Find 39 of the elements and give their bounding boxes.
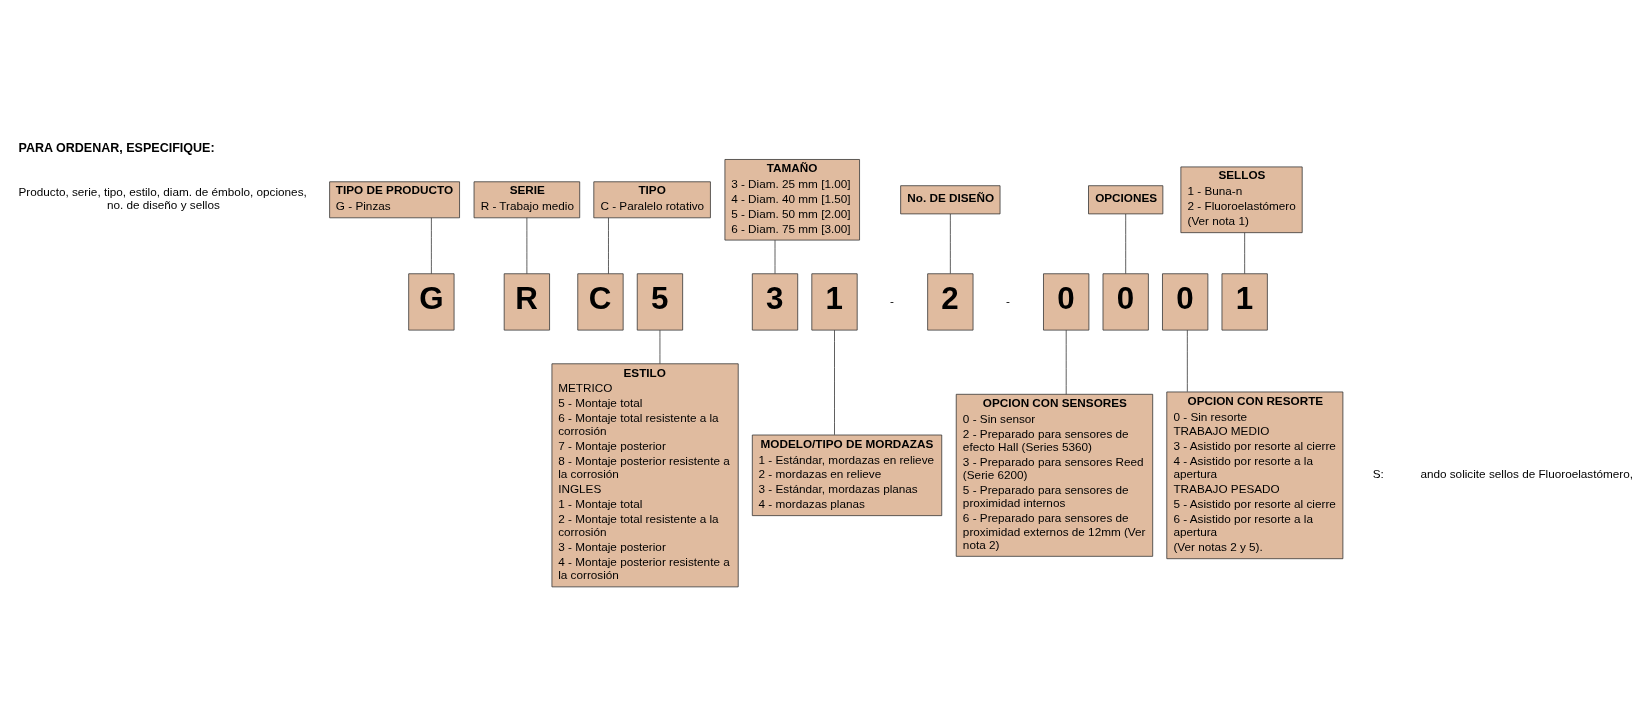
- node-box: 0: [1043, 273, 1090, 331]
- connector: [1186, 329, 1188, 393]
- node-box: SELLOS 1 - Buna-n 2 - Fluoroelastómero (Ver nota 1): [1180, 166, 1303, 234]
- node-box: ESTILO METRICO 5 - Montaje total 6 - Montaje total resistente a la corrosión 7 - Montaje posterior 8 - Montaje posterior resistente a la corrosión INGLES 1 - Montaje total 2 - Montaje total resistente a la corrosión 3 - Montaje posterior 4 - Montaje posterior resistente a la corrosión: [551, 363, 739, 588]
- node-box: MODELO/TIPO DE MORDAZAS 1 - Estándar, mordazas en relieve 2 - mordazas en relieve 3 - Estándar, mordazas planas 4 - mordazas planas: [751, 434, 943, 517]
- label: ando solicite sellos de Fluoroelastómero,: [1420, 467, 1634, 481]
- node-box: 0: [1162, 273, 1209, 331]
- node-box: SERIE R - Trabajo medio: [473, 181, 581, 219]
- node-box: 3: [751, 273, 799, 331]
- node-box: TAMAÑO 3 - Diam. 25 mm [1.00] 4 - Diam. 40 mm [1.50] 5 - Diam. 50 mm [2.00] 6 - Diam. 75 mm [3.00]: [724, 159, 860, 241]
- node-box: TIPO C - Paralelo rotativo: [593, 181, 711, 219]
- node-box: G: [408, 273, 455, 331]
- node-box: 2: [927, 273, 974, 331]
- connector: [526, 217, 528, 275]
- label: S:: [1372, 467, 1384, 481]
- diagram-title: PARA ORDENAR, ESPECIFIQUE:: [18, 140, 215, 155]
- connector: [608, 217, 609, 275]
- connector: [774, 239, 776, 274]
- node-box: 5: [636, 273, 684, 331]
- node-box: TIPO DE PRODUCTO G - Pinzas: [329, 181, 460, 219]
- label: -: [890, 293, 894, 307]
- connector: [659, 329, 661, 365]
- node-box: OPCIONES: [1088, 185, 1164, 215]
- connector: [1244, 232, 1246, 274]
- label: -: [1005, 293, 1010, 307]
- node-box: OPCION CON RESORTE 0 - Sin resorte TRABAJO MEDIO 3 - Asistido por resorte al cierre 4 - Asistido por resorte a la apertura TRABAJO PESADO 5 - Asistido por resorte al cierre 6 - Asistido por resorte a la apertura (Ver notas 2 y 5).: [1166, 391, 1344, 560]
- connector: [431, 217, 432, 275]
- connector: [949, 213, 951, 274]
- node-box: 0: [1102, 273, 1149, 331]
- label: Producto, serie, tipo, estilo, diam. de émbolo, opciones, no. de diseño y sellos: [18, 184, 307, 212]
- connector: [1125, 213, 1127, 274]
- node-box: R: [503, 273, 550, 331]
- node-box: OPCION CON SENSORES 0 - Sin sensor 2 - Preparado para sensores de efecto Hall (Series 5360) 3 - Preparado para sensores Reed (Serie 6200) 5 - Preparado para sensores de proximidad internos 6 - Preparado para sensores de proximidad externos de 12mm (Ver nota 2): [955, 393, 1154, 557]
- connector: [834, 329, 835, 436]
- node-box: 1: [1221, 273, 1268, 331]
- node-box: No. DE DISEÑO: [900, 185, 1001, 215]
- connector: [1065, 329, 1067, 395]
- node-box: C: [577, 273, 624, 331]
- node-box: 1: [811, 273, 858, 331]
